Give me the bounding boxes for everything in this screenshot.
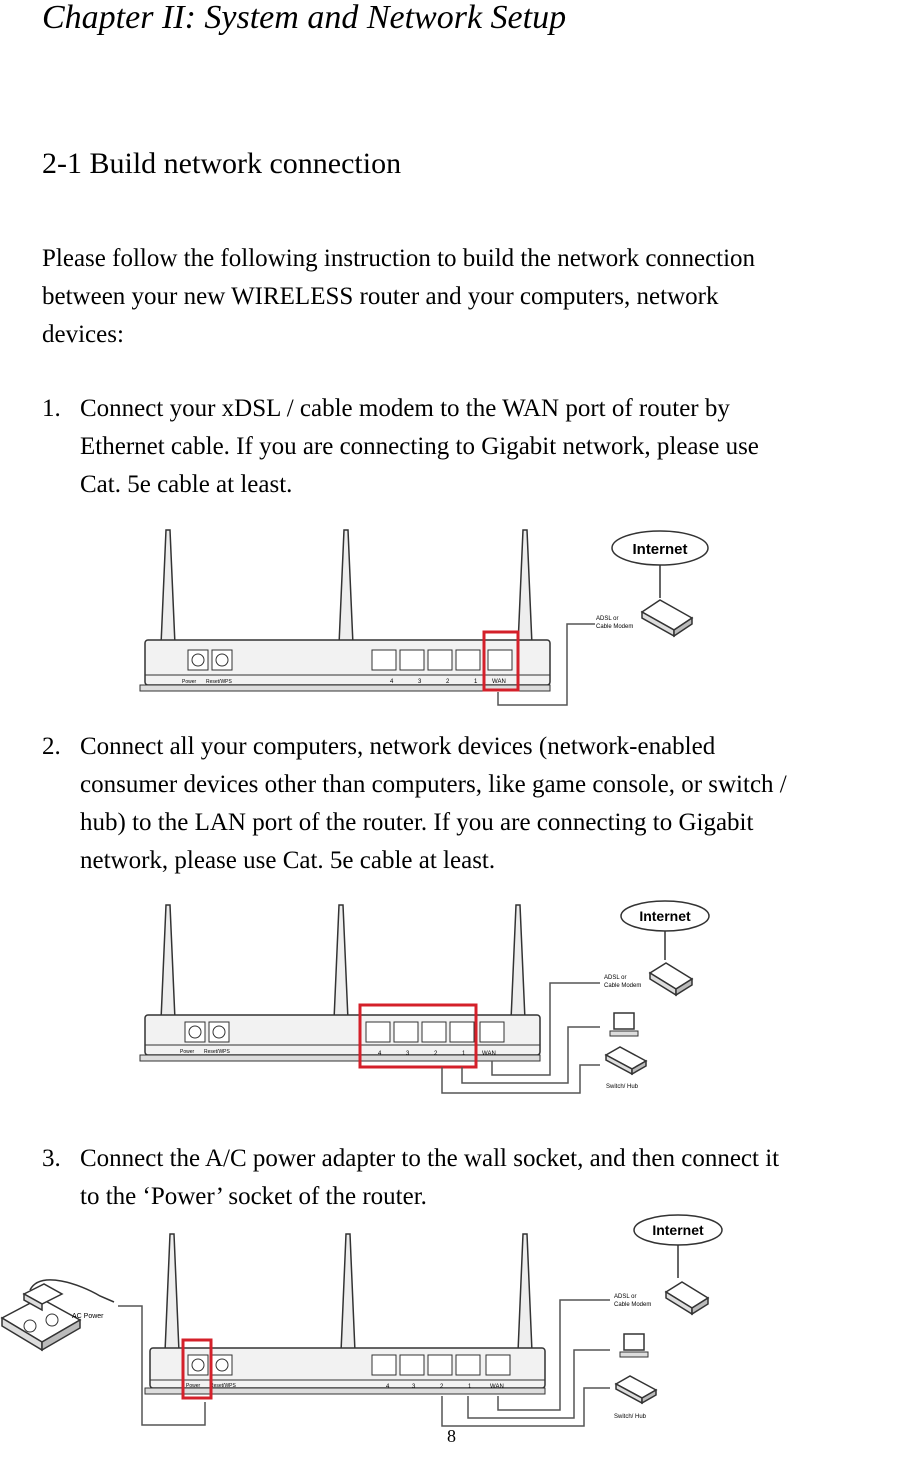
ac-adapter-icon	[0, 1283, 82, 1352]
step-line: network, please use Cat. 5e cable at lea…	[80, 847, 496, 874]
port-label: 3	[406, 1051, 410, 1057]
switch-cable	[441, 1064, 600, 1094]
modem-label: ADSL or	[614, 1294, 636, 1300]
port-label: 3	[412, 1384, 416, 1390]
internet-label: Internet	[652, 1222, 704, 1238]
step-line: hub) to the LAN port of the router. If y…	[80, 809, 754, 836]
port-label: 2	[434, 1051, 438, 1057]
reset-label: Reset/WPS	[206, 679, 233, 685]
section-title: 2-1 Build network connection	[42, 147, 402, 180]
switch-hub-icon	[614, 1375, 658, 1405]
step-number: 2.	[42, 733, 61, 760]
lan-highlight	[358, 1003, 478, 1069]
switch-hub-label: Switch/ Hub	[606, 1084, 639, 1090]
antenna-icon	[340, 1233, 356, 1366]
modem-icon	[648, 962, 694, 997]
wan-port	[487, 649, 513, 671]
reset-label: Reset/WPS	[204, 1049, 231, 1055]
page-number: 8	[447, 1426, 456, 1446]
port-label: 1	[468, 1384, 472, 1390]
power-cable	[118, 1305, 206, 1426]
power-socket-icon	[184, 1021, 206, 1043]
reset-button-icon	[208, 1021, 230, 1043]
step-number: 1.	[42, 395, 61, 422]
wan-label: WAN	[482, 1051, 496, 1057]
modem-label: Cable Modem	[604, 983, 641, 989]
switch-hub-icon	[604, 1046, 648, 1076]
port-label: 4	[378, 1051, 382, 1057]
reset-label: Reset/WPS	[210, 1383, 237, 1389]
lan-ports	[365, 1021, 475, 1043]
port-label: 2	[440, 1384, 444, 1390]
step-2: 2. Connect all your computers, network d…	[42, 728, 902, 880]
internet-label: Internet	[639, 908, 691, 924]
wan-highlight	[482, 630, 520, 692]
modem-icon	[664, 1281, 710, 1316]
port-label: 1	[474, 679, 478, 685]
wan-port	[485, 1354, 511, 1376]
wan-cable	[491, 982, 600, 1076]
lan-ports	[371, 649, 481, 671]
port-label: 4	[390, 679, 394, 685]
step-number: 3.	[42, 1145, 61, 1172]
power-highlight	[181, 1338, 213, 1400]
power-label: Power	[182, 679, 197, 685]
wan-label: WAN	[490, 1384, 504, 1390]
power-socket-icon	[187, 1354, 209, 1376]
step-line: Connect all your computers, network devi…	[80, 733, 716, 760]
step-1: 1. Connect your xDSL / cable modem to th…	[42, 390, 902, 504]
modem-label: ADSL or	[604, 975, 626, 981]
wan-port	[479, 1021, 505, 1043]
wan-cable	[497, 1299, 610, 1411]
step-text: Connect the A/C power adapter to the wal…	[80, 1140, 902, 1216]
power-socket-icon	[187, 649, 209, 671]
port-label: 1	[462, 1051, 466, 1057]
step-text: Connect your xDSL / cable modem to the W…	[80, 390, 902, 504]
modem-icon	[640, 599, 694, 638]
step-text: Connect all your computers, network devi…	[80, 728, 902, 880]
step-3: 3. Connect the A/C power adapter to the …	[42, 1140, 902, 1216]
computer-cable	[461, 1026, 600, 1084]
switch-cable	[441, 1387, 610, 1427]
lan-connection-figure: Power Reset/WPS 4 3 2 1 WAN Internet ADS…	[139, 900, 710, 1094]
ac-power-label: AC Power	[72, 1313, 104, 1320]
computer-icon	[619, 1333, 649, 1358]
step-line: to the ‘Power’ socket of the router.	[80, 1183, 427, 1210]
port-label: 2	[446, 679, 450, 685]
step-line: consumer devices other than computers, l…	[80, 771, 787, 798]
antenna-icon	[517, 1233, 533, 1366]
port-label: 3	[418, 679, 422, 685]
adapter-cord	[29, 1279, 115, 1303]
reset-button-icon	[211, 1354, 233, 1376]
intro-line: devices:	[42, 321, 124, 348]
wan-cable	[497, 623, 595, 706]
antenna-icon	[164, 1233, 180, 1366]
modem-label: ADSL or	[596, 616, 618, 622]
power-label: Power	[186, 1383, 201, 1389]
modem-label: Cable Modem	[596, 624, 633, 630]
lan-ports	[371, 1354, 481, 1376]
chapter-title: Chapter II: System and Network Setup	[42, 0, 567, 36]
intro-paragraph: Please follow the following instruction …	[42, 240, 892, 354]
switch-hub-label: Switch/ Hub	[614, 1414, 647, 1420]
power-label: Power	[180, 1049, 195, 1055]
wan-label: WAN	[492, 679, 506, 685]
intro-line: between your new WIRELESS router and you…	[42, 283, 719, 310]
intro-line: Please follow the following instruction …	[42, 245, 756, 272]
computer-icon	[609, 1012, 639, 1037]
internet-label: Internet	[632, 541, 687, 558]
step-line: Cat. 5e cable at least.	[80, 471, 293, 498]
wan-connection-figure: Power Reset/WPS 4 3 2 1 WAN Internet ADS…	[139, 529, 709, 706]
step-line: Connect the A/C power adapter to the wal…	[80, 1145, 780, 1172]
computer-cable	[467, 1349, 610, 1419]
step-line: Ethernet cable. If you are connecting to…	[80, 433, 759, 460]
step-line: Connect your xDSL / cable modem to the W…	[80, 395, 730, 422]
power-connection-figure: AC Power Power Reset/WPS 4 3 2 1 WAN In	[0, 1214, 723, 1427]
port-label: 4	[386, 1384, 390, 1390]
modem-label: Cable Modem	[614, 1302, 651, 1308]
reset-button-icon	[211, 649, 233, 671]
